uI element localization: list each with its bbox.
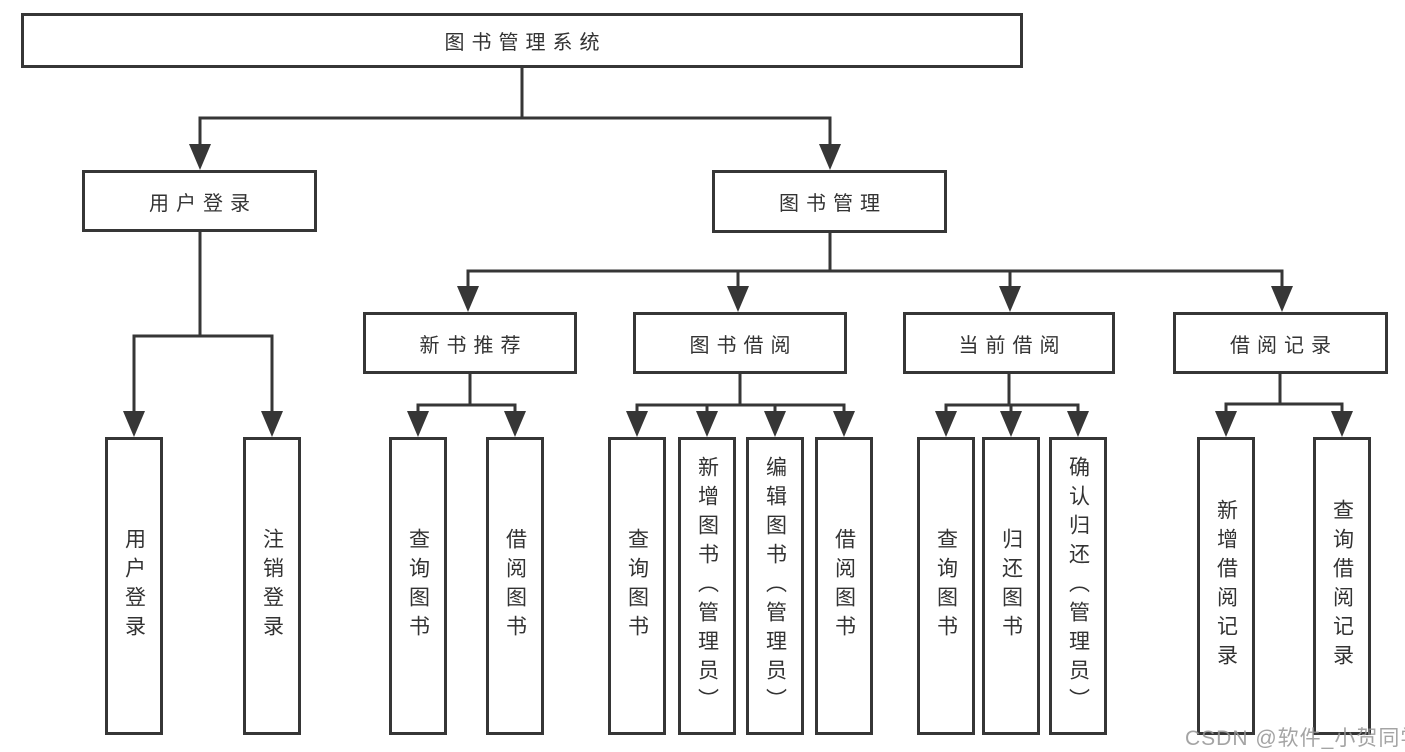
arrowhead [1215,411,1237,437]
node-label: 借阅图书 [503,528,527,644]
connector-book-borrow-branch [635,374,846,413]
arrowhead [123,411,145,437]
arrowhead [833,411,855,437]
arrowhead [626,411,648,437]
leaf-logout: 注销登录 [243,437,301,735]
arrowhead [1000,411,1022,437]
arrowhead [1067,411,1089,437]
node-label: 当前借阅 [958,334,1067,357]
node-book-management: 图书管理 [712,170,947,233]
node-label: 图书借阅 [689,334,798,357]
node-label: 确认归还（管理员） [1066,455,1090,717]
leaf-edit-books-admin: 编辑图书（管理员） [746,437,804,735]
arrowhead [764,411,786,437]
node-label: 借阅记录 [1230,334,1338,357]
leaf-add-books-admin: 新增图书（管理员） [678,437,736,735]
node-book-borrow: 图书借阅 [633,312,847,374]
leaf-query-books-borrow: 查询图书 [608,437,666,735]
arrowhead [819,144,841,170]
leaf-borrow-books-recommend: 借阅图书 [486,437,544,735]
connector-new-book-branch [416,374,517,413]
node-label: 新增借阅记录 [1214,499,1238,673]
node-label: 新增图书（管理员） [695,455,719,717]
arrowhead [457,286,479,312]
connector-book-management-branch [466,233,1284,288]
leaf-borrow-books: 借阅图书 [815,437,873,735]
arrowhead [189,144,211,170]
node-label: 查询借阅记录 [1330,499,1354,673]
leaf-return-books: 归还图书 [982,437,1040,735]
leaf-user-login: 用户登录 [105,437,163,735]
node-label: 用户登录 [149,192,257,215]
node-current-borrow: 当前借阅 [903,312,1115,374]
arrowhead [1331,411,1353,437]
node-label: 查询图书 [625,528,649,644]
connector-root-to-level2 [198,68,832,146]
arrowhead [261,411,283,437]
node-label: 用户登录 [122,528,146,644]
leaf-query-books-recommend: 查询图书 [389,437,447,735]
node-label: 查询图书 [934,528,958,644]
node-label: 归还图书 [999,528,1023,644]
arrowhead [999,286,1021,312]
node-user-login: 用户登录 [82,170,317,232]
node-library-management-system: 图书管理系统 [21,13,1023,68]
arrowhead [1271,286,1293,312]
node-label: 图书管理 [779,193,887,215]
connector-user-login-branch [132,232,274,413]
node-label: 注销登录 [260,528,284,644]
node-label: 新书推荐 [419,334,528,357]
leaf-confirm-return-admin: 确认归还（管理员） [1049,437,1107,735]
arrowhead [935,411,957,437]
node-new-book-recommend: 新书推荐 [363,312,577,374]
arrowhead [696,411,718,437]
node-label: 查询图书 [406,528,430,644]
leaf-query-books-current: 查询图书 [917,437,975,735]
leaf-query-borrow-record: 查询借阅记录 [1313,437,1371,735]
arrowhead [727,286,749,312]
arrowhead [407,411,429,437]
arrowhead [504,411,526,437]
connector-borrow-record-branch [1224,374,1344,413]
node-borrow-records: 借阅记录 [1173,312,1388,374]
csdn-watermark: CSDN @软件_小贺同学 [1185,727,1405,750]
node-label: 编辑图书（管理员） [763,455,787,717]
node-label: 借阅图书 [832,528,856,644]
connector-current-borrow-branch [944,374,1080,413]
node-label: 图书管理系统 [444,32,607,54]
leaf-add-borrow-record: 新增借阅记录 [1197,437,1255,735]
